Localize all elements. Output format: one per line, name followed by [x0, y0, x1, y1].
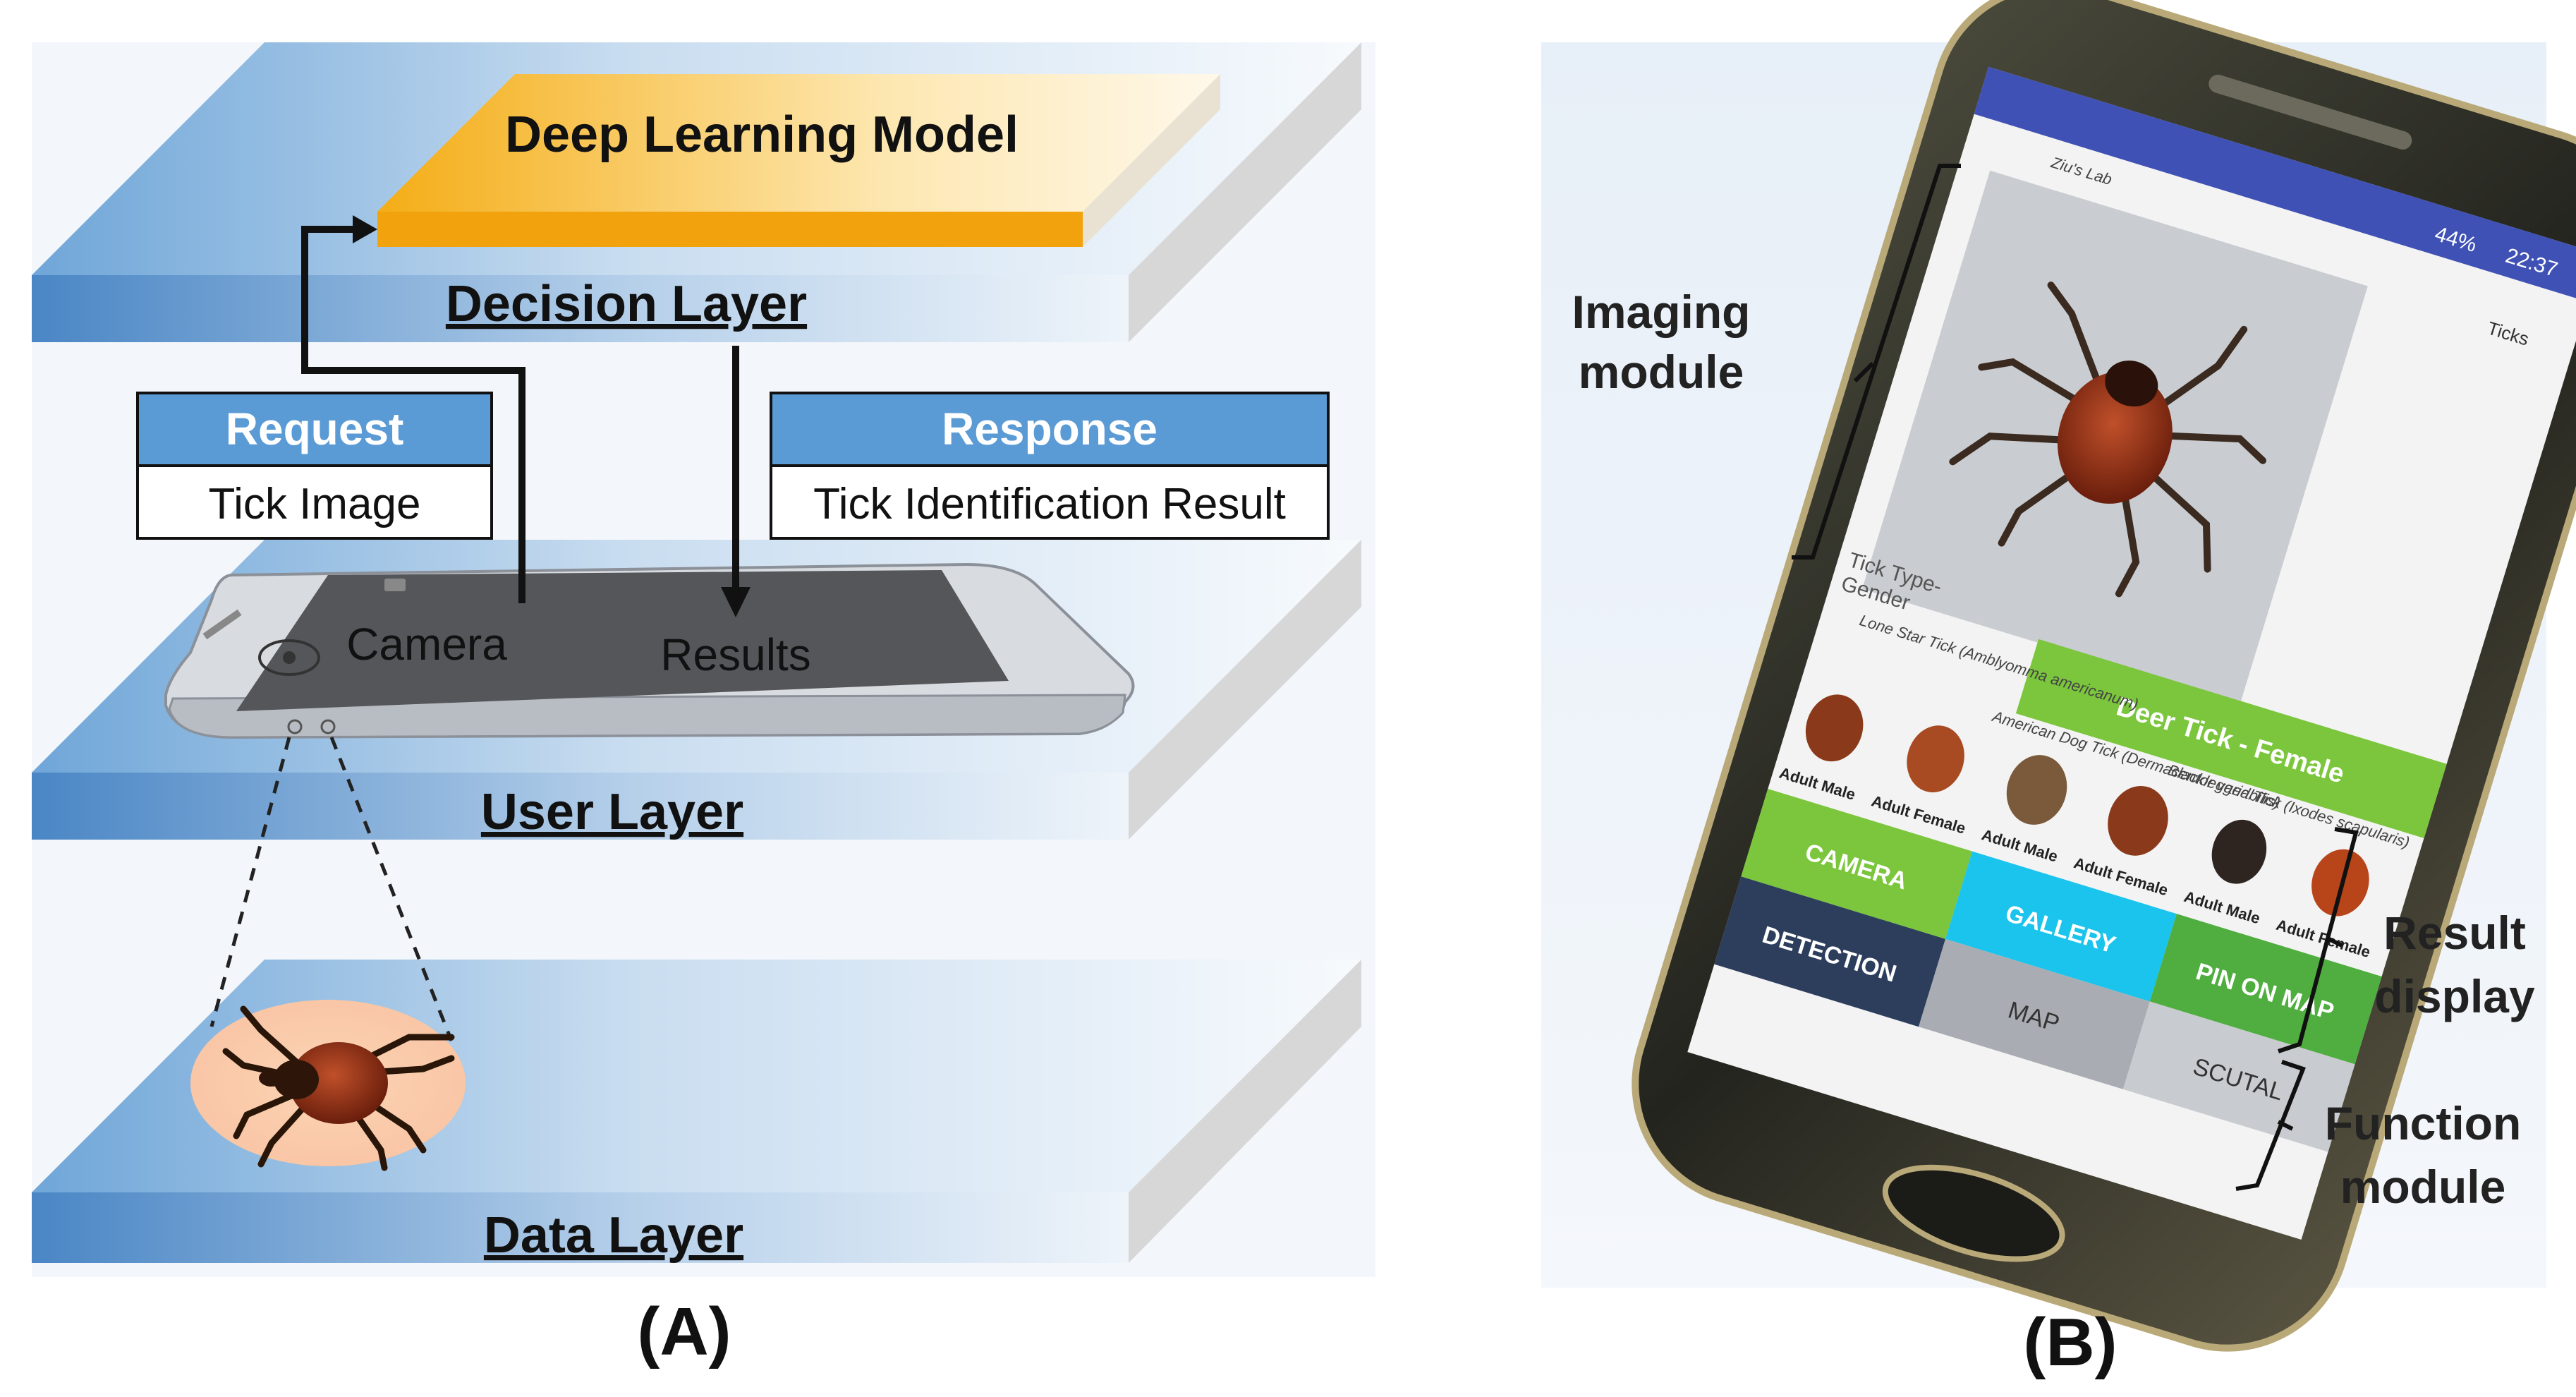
request-body: Tick Image: [209, 480, 421, 528]
result-banner: [2015, 639, 2447, 839]
function-module-label-line2: module: [2340, 1161, 2506, 1213]
request-box: Request Tick Image: [136, 392, 493, 540]
camera-label: Camera: [346, 619, 507, 670]
panel-a: Decision Layer Deep Learning Model User …: [32, 42, 1375, 1369]
status-bar: [1974, 66, 2576, 302]
decision-layer-title: Decision Layer: [446, 276, 807, 332]
user-layer-title: User Layer: [481, 784, 743, 840]
imaging-module-label-line1: Imaging: [1572, 286, 1750, 338]
data-layer-title: Data Layer: [484, 1207, 743, 1264]
camera-view-line-right: [329, 737, 454, 1041]
phone-speaker: [2209, 74, 2412, 150]
request-arrow: [301, 226, 525, 603]
lying-phone: [164, 562, 1135, 739]
results-label: Results: [660, 629, 810, 680]
tick-specimen-image: [190, 1000, 466, 1171]
panel-a-label: (A): [637, 1294, 731, 1369]
detection-button[interactable]: DETECTION: [1714, 876, 1946, 1027]
deep-learning-model-label: Deep Learning Model: [505, 107, 1019, 163]
panel-b-label: (B): [2023, 1305, 2117, 1380]
panel-b: 22:37 44% Ziu's Lab Ticks: [1541, 0, 2576, 1380]
response-body: Tick Identification Result: [813, 480, 1286, 528]
reference-tick-thumbnails: [1805, 694, 2369, 917]
result-display-label-line1: Result: [2383, 907, 2526, 959]
imaging-module-brace: [1792, 164, 1961, 560]
request-arrow-head: [353, 215, 377, 243]
result-display-label-line2: display: [2374, 970, 2535, 1022]
deep-learning-model-block: [377, 74, 1220, 247]
phone-home-button[interactable]: [1875, 1149, 2073, 1277]
app-screen: 22:37 44% Ziu's Lab Ticks: [1687, 66, 2576, 1240]
function-module-label-line1: Function: [2325, 1097, 2522, 1149]
imaging-module-label-line2: module: [1579, 346, 1744, 398]
result-display-brace: [2278, 827, 2359, 1053]
scutal-button[interactable]: SCUTAL: [2122, 1001, 2355, 1152]
camera-button[interactable]: CAMERA: [1741, 788, 1973, 939]
gallery-button[interactable]: GALLERY: [1945, 851, 2177, 1002]
response-box: Response Tick Identification Result: [770, 392, 1330, 540]
function-module-brace: [2235, 1060, 2306, 1191]
camera-view-line-left: [209, 737, 291, 1027]
request-header: Request: [226, 404, 404, 454]
response-header: Response: [942, 404, 1158, 454]
response-arrow-head: [721, 587, 751, 617]
camera-tick-image: [1949, 282, 2266, 598]
map-button[interactable]: MAP: [1919, 938, 2150, 1089]
